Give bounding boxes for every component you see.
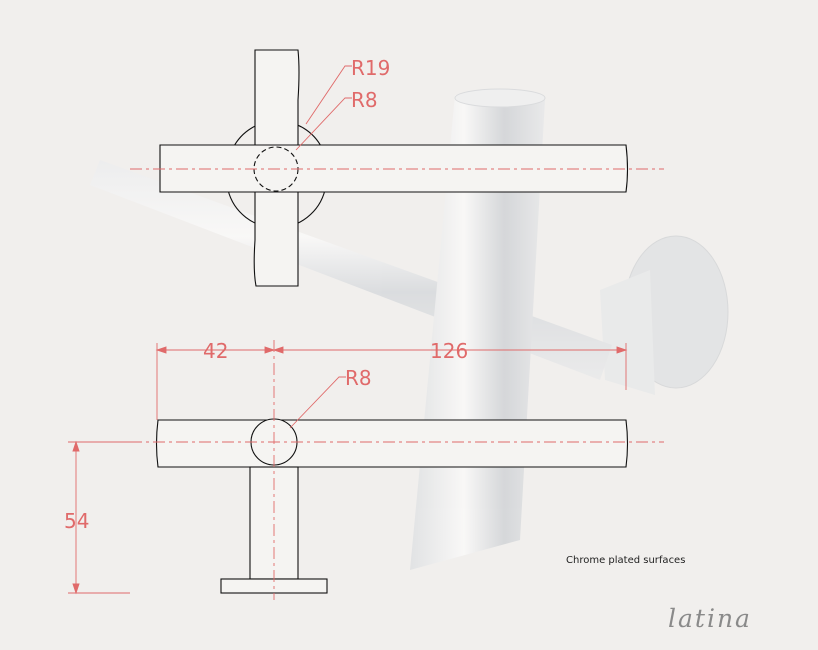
dimension-126: 126 xyxy=(430,339,468,363)
horizontal-arm-outline xyxy=(159,144,629,193)
finish-note: Chrome plated surfaces xyxy=(566,555,686,566)
radius-label-r19: R19 xyxy=(351,56,390,80)
side-bar-outline xyxy=(155,419,629,468)
brand-logo-text: latina xyxy=(668,604,752,633)
top-view xyxy=(159,49,629,287)
dimension-42: 42 xyxy=(203,339,228,363)
side-view xyxy=(155,418,629,594)
radius-label-r8-top: R8 xyxy=(351,88,378,112)
side-view-centerlines xyxy=(130,340,664,600)
side-view-dimensions xyxy=(68,343,628,595)
dimension-54: 54 xyxy=(64,509,89,533)
top-view-leaders xyxy=(295,65,352,151)
radius-label-r8-side: R8 xyxy=(345,366,372,390)
